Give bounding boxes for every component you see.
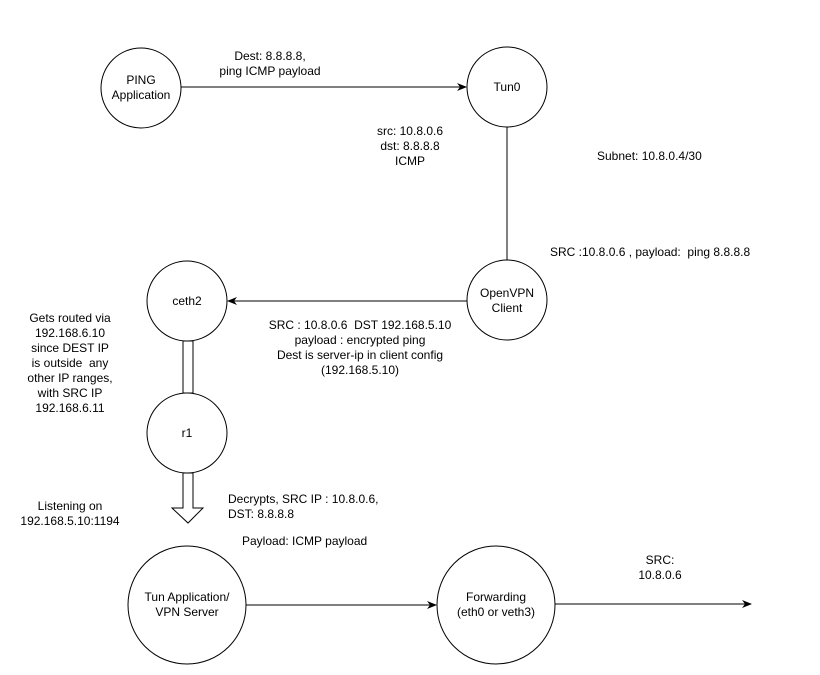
openvpn-line: Client [491, 301, 523, 315]
label-line: Decrypts, SRC IP : 10.8.0.6, [228, 492, 379, 506]
label-line: with SRC IP [37, 386, 103, 400]
label-line: SRC: [645, 553, 675, 567]
label-openvpn-src: SRC :10.8.0.6 , payload: ping 8.8.8.8 [550, 245, 751, 259]
label-line: ping ICMP payload [219, 64, 321, 78]
ping-line: Application [111, 88, 171, 102]
tunapp-line: Tun Application/ [144, 590, 230, 604]
label-line: Gets routed via [29, 311, 111, 325]
label-line: payload : encrypted ping [294, 333, 426, 347]
label-decrypts: Decrypts, SRC IP : 10.8.0.6,DST: 8.8.8.8 [228, 492, 379, 522]
forwarding-line: Forwarding [465, 590, 527, 604]
label-line: ICMP [395, 154, 425, 168]
label-subnet: Subnet: 10.8.0.4/30 [597, 149, 702, 163]
label-line: src: 10.8.0.6 [376, 124, 444, 138]
label-line: 10.8.0.6 [638, 568, 682, 582]
forwarding-line: (eth0 or veth3) [456, 605, 536, 619]
label-line: 192.168.6.10 [34, 326, 106, 340]
label-payload: Payload: ICMP payload [242, 534, 368, 548]
label-line: Dest is server-ip in client config [276, 348, 444, 362]
label-line: Dest: 8.8.8.8, [234, 49, 306, 63]
label-line: (192.168.5.10) [320, 363, 400, 377]
label-line: other IP ranges, [27, 371, 113, 385]
node-r1-label: r1 [181, 426, 193, 440]
label-line: is outside any [31, 356, 109, 370]
label-line: since DEST IP [31, 341, 109, 355]
node-tunapp-label: Tun Application/VPN Server [127, 590, 247, 620]
arrow-r1-tunapp [170, 472, 205, 524]
node-ceth2-label: ceth2 [172, 294, 202, 308]
label-line: SRC : 10.8.0.6 DST 192.168.5.10 [268, 318, 452, 332]
label-ping-to-tun: Dest: 8.8.8.8,ping ICMP payload [200, 49, 340, 79]
node-tun0-label: Tun0 [493, 80, 521, 94]
label-fwd-src: SRC:10.8.0.6 [620, 553, 700, 583]
link-ceth2-r1 [182, 340, 194, 394]
node-ping-circle[interactable] [100, 47, 182, 129]
openvpn-line: OpenVPN [479, 286, 535, 300]
tunapp-line: VPN Server [155, 605, 219, 619]
label-line: 192.168.5.10:1194 [20, 514, 120, 528]
ping-line: PING [126, 73, 156, 87]
label-line: dst: 8.8.8.8 [380, 139, 440, 153]
label-line: 192.168.6.11 [35, 401, 105, 415]
node-forwarding-circle[interactable] [436, 545, 556, 665]
node-forwarding-label: Forwarding(eth0 or veth3) [436, 590, 556, 620]
label-line: DST: 8.8.8.8 [228, 507, 295, 521]
label-line: Listening on [37, 499, 103, 513]
